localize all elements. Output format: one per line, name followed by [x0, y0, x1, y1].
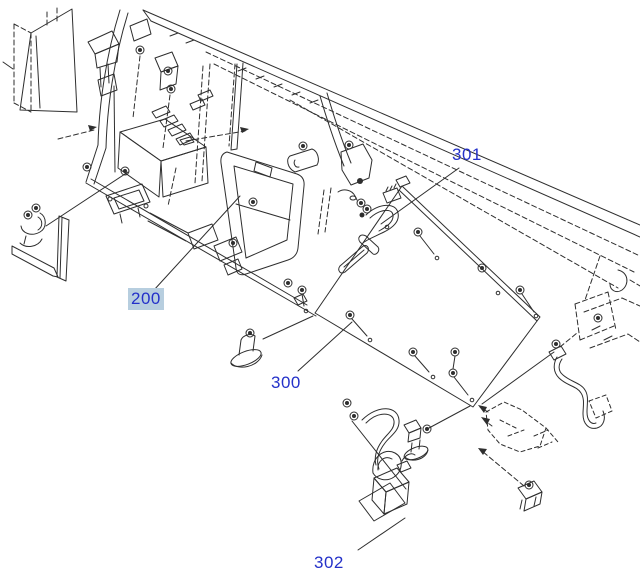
grounding-assembly-301 [338, 184, 401, 273]
leader-302 [358, 518, 405, 550]
left-cover-panels [3, 8, 77, 112]
plunger-right [402, 406, 470, 463]
hanging-straps [86, 10, 372, 185]
main-board-assembly-200 [86, 90, 318, 316]
leader-lines [154, 168, 459, 550]
bottom-right-bracket [482, 451, 542, 511]
right-cable-harness [482, 333, 612, 428]
part-label-200[interactable]: 200 [128, 288, 164, 310]
top-left-brackets [88, 19, 178, 96]
cable-assembly-302 [352, 409, 415, 521]
screw-holes [303, 224, 539, 403]
part-label-302[interactable]: 302 [314, 553, 344, 572]
projection-lines [58, 56, 600, 300]
plunger-left [229, 316, 313, 370]
leader-300 [298, 322, 352, 371]
ghost-part [480, 402, 558, 452]
mounting-panel-300 [315, 176, 540, 407]
leader-301 [381, 168, 459, 224]
screws [23, 45, 603, 490]
part-label-301[interactable]: 301 [452, 145, 482, 164]
direction-arrows [88, 125, 490, 455]
right-ghost-frame [575, 292, 640, 348]
main-frame-rail [143, 10, 640, 292]
left-clip-and-strip [12, 172, 128, 281]
leader-200 [154, 196, 240, 290]
part-label-300[interactable]: 300 [271, 373, 301, 392]
